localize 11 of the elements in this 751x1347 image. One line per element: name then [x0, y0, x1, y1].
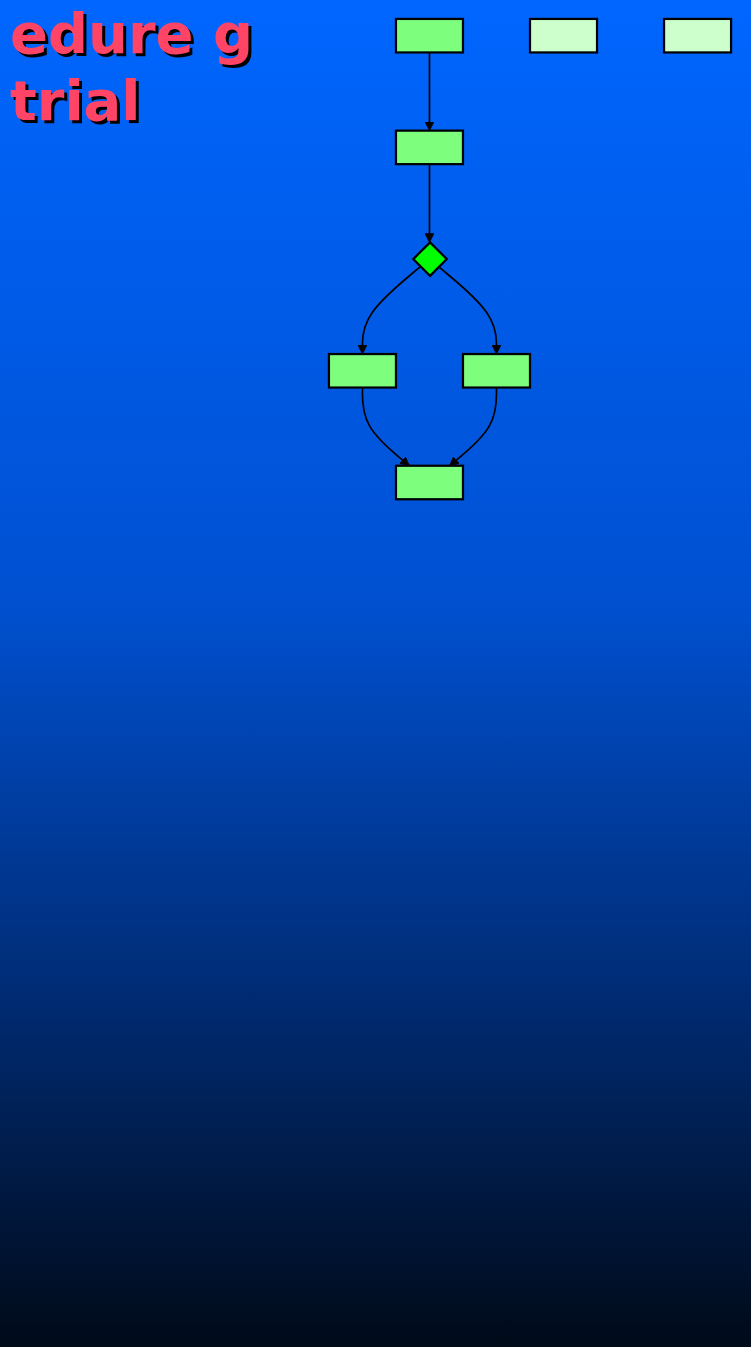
node-box — [327, 352, 398, 389]
node-box — [394, 129, 465, 166]
node-box — [461, 352, 532, 389]
node-box — [662, 17, 733, 54]
arrow — [437, 265, 502, 355]
node-box — [528, 17, 599, 54]
arrow — [357, 265, 422, 355]
node-box — [394, 464, 465, 501]
node-diamond — [411, 240, 449, 278]
title: edure g trial — [10, 0, 255, 135]
node-box — [394, 17, 465, 54]
